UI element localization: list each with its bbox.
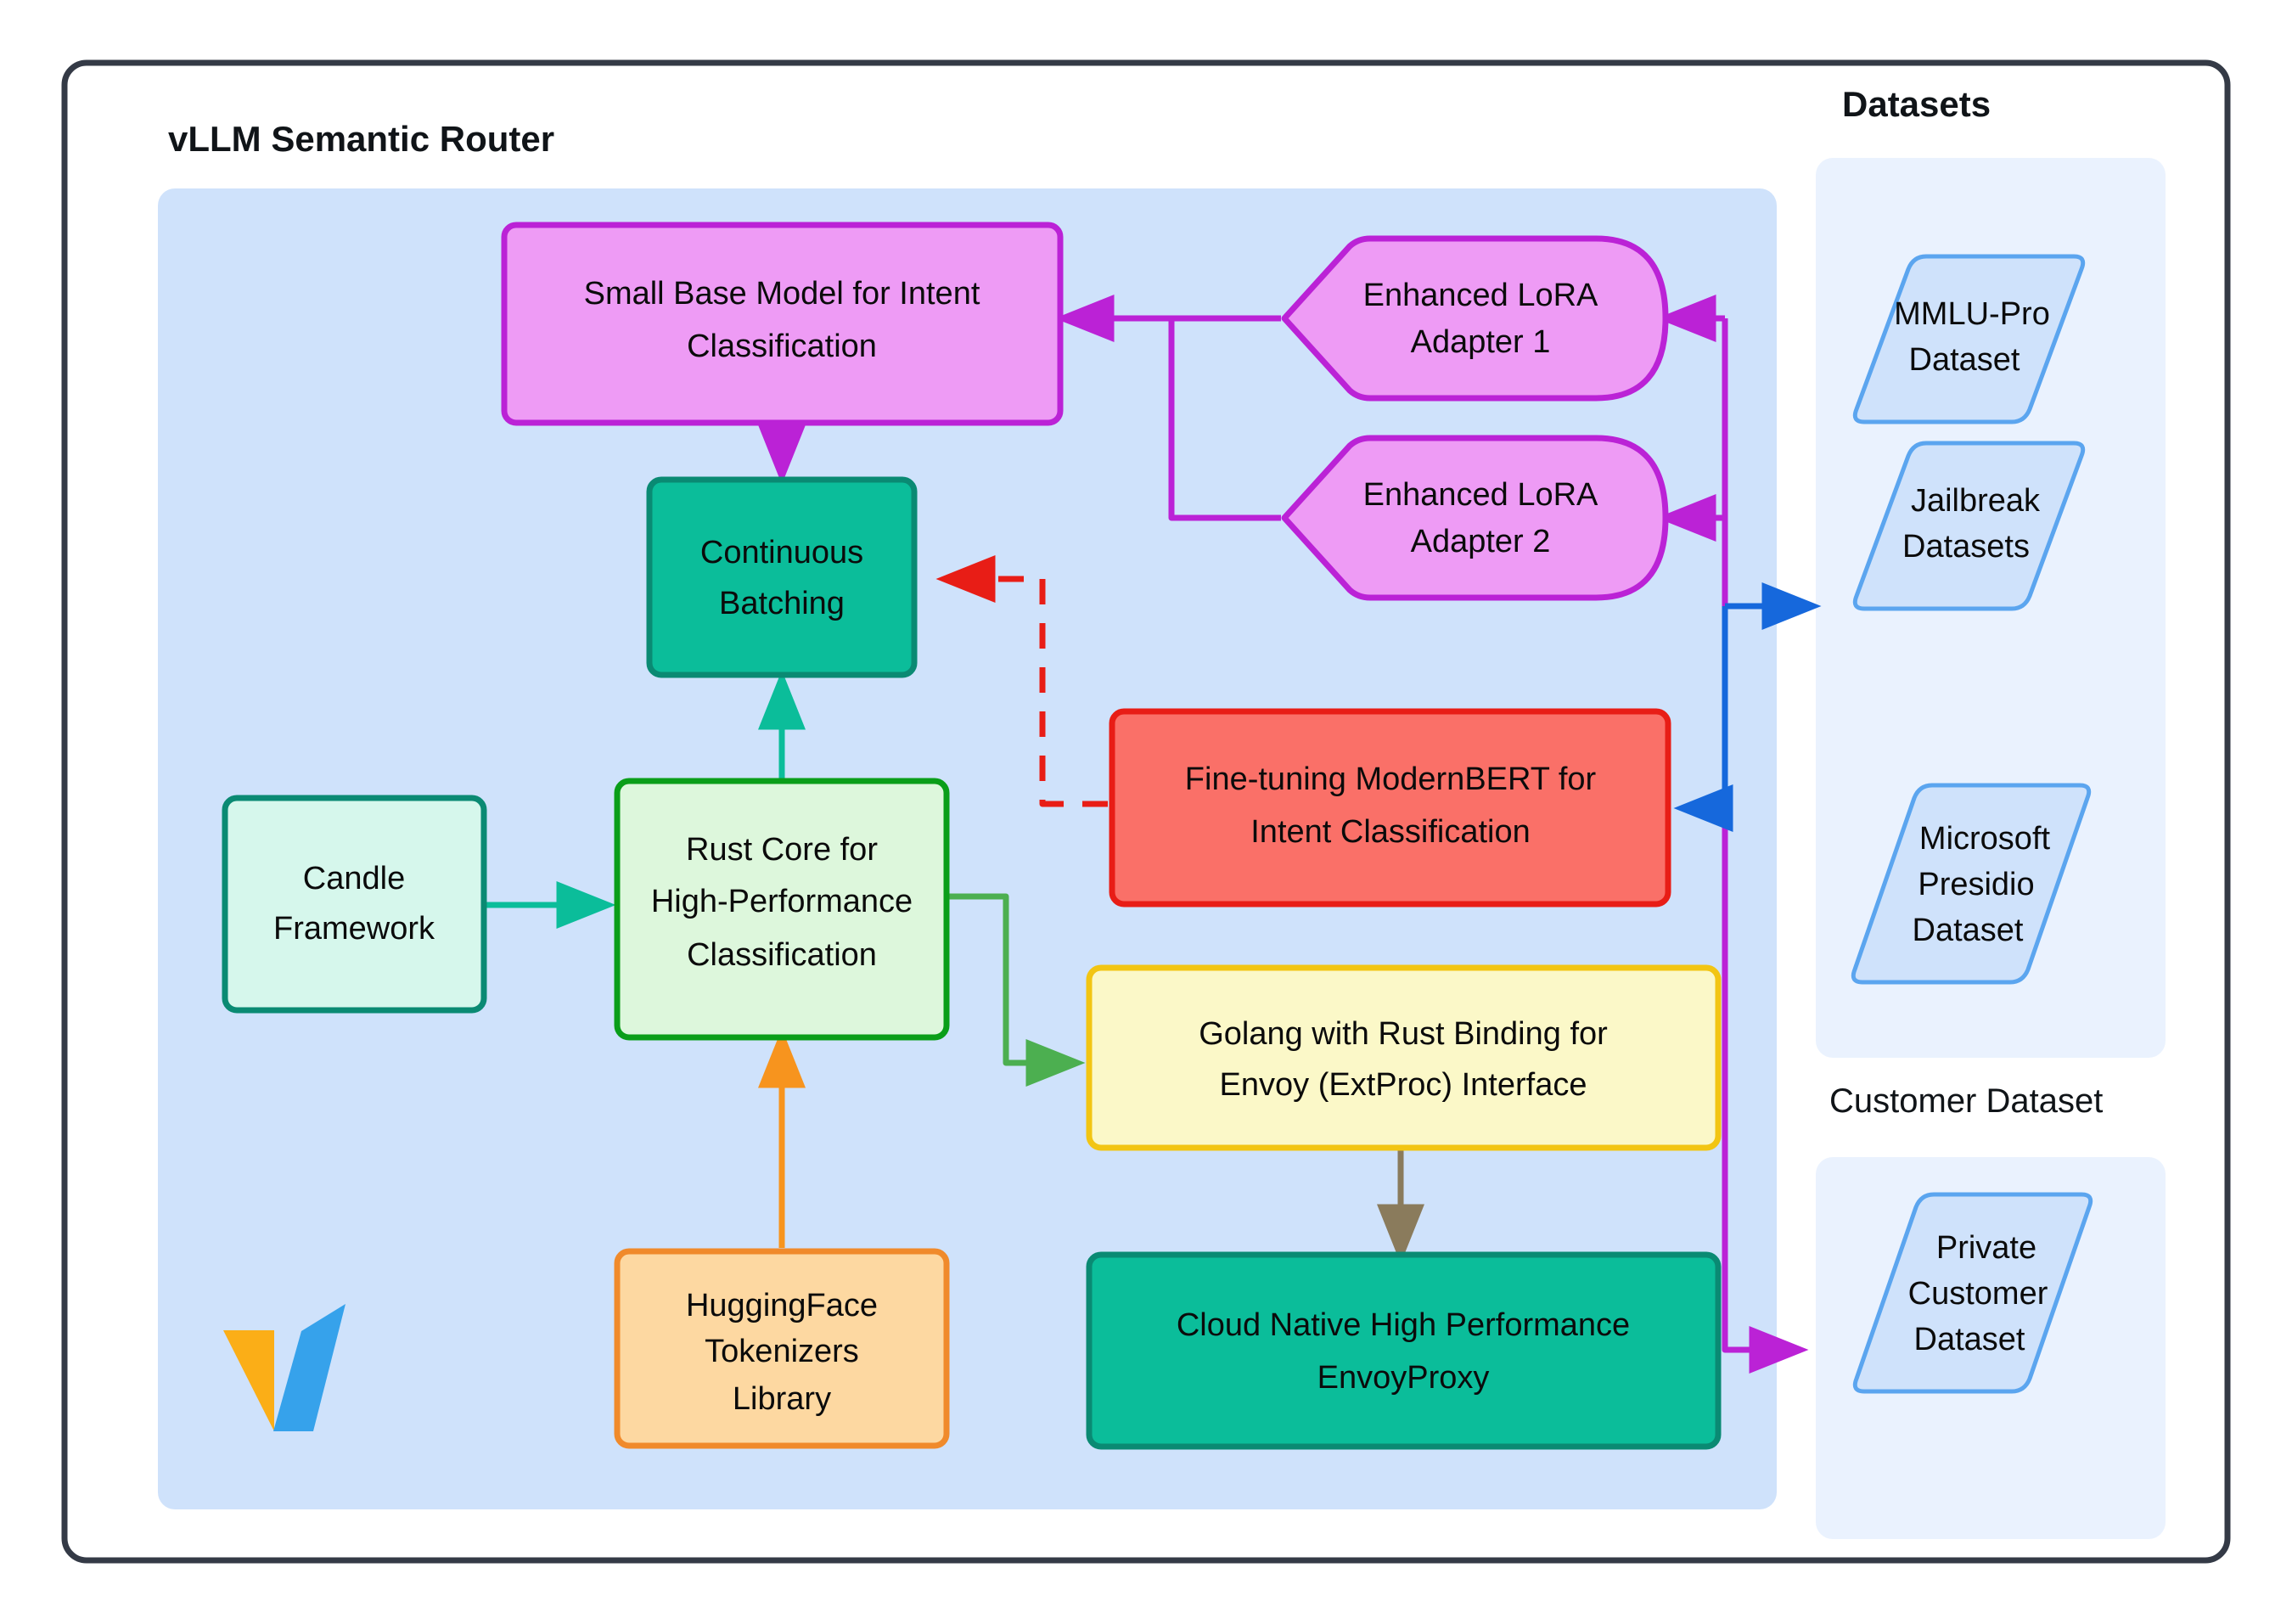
vllm-logo — [223, 1304, 345, 1431]
node-envoy-proxy[interactable]: Cloud Native High Performance EnvoyProxy — [1086, 1251, 1722, 1450]
node-jailbreak-datasets[interactable]: Jailbreak Datasets — [1852, 441, 2086, 611]
hf-line3: Library — [733, 1381, 831, 1417]
node-lora-adapter-2[interactable]: Enhanced LoRA Adapter 2 — [1281, 435, 1669, 601]
node-candle-framework[interactable]: Candle Framework — [222, 795, 487, 1014]
continuous-batching-line2: Batching — [719, 586, 845, 621]
svg-text:Fine-tuning ModernBERT for: Fine-tuning ModernBERT for — [1185, 761, 1597, 797]
candle-line1: Candle — [303, 861, 405, 896]
svg-text:Small Base Model for Intent: Small Base Model for Intent — [584, 276, 980, 312]
node-mmlu-pro-dataset[interactable]: MMLU-Pro Dataset — [1852, 254, 2086, 424]
edge-modernbert-to-batching — [935, 555, 1108, 807]
lora1-line1: Enhanced LoRA — [1363, 278, 1598, 313]
base-model-label-bold: Base Model — [673, 276, 844, 312]
node-rust-core[interactable]: Rust Core for High-Performance Classific… — [614, 778, 950, 1041]
hf-line1: HuggingFace — [686, 1288, 878, 1323]
lora2-line1: Enhanced LoRA — [1363, 477, 1598, 513]
envoy-line1: Cloud Native High Performance — [1177, 1307, 1630, 1343]
node-continuous-batching[interactable]: Continuous Batching — [646, 476, 918, 678]
golang-line1: Golang with Rust Binding for — [1199, 1016, 1608, 1052]
node-private-customer-dataset[interactable]: Private Customer Dataset — [1852, 1192, 2093, 1394]
candle-line2: Framework — [273, 911, 435, 947]
edge-rust-to-golang — [947, 893, 1086, 1087]
router-title: vLLM Semantic Router — [168, 119, 554, 159]
node-base-model[interactable]: Small Base Model for Intent Classificati… — [501, 222, 1064, 426]
envoy-line2: EnvoyProxy — [1317, 1360, 1490, 1396]
private-line2: Customer — [1908, 1276, 2048, 1312]
presidio-line1: Microsoft — [1919, 821, 2051, 857]
base-model-label-c: for Intent — [844, 276, 980, 312]
modernbert-line2: Intent Classification — [1250, 814, 1531, 850]
node-lora-adapter-1[interactable]: Enhanced LoRA Adapter 1 — [1281, 235, 1669, 402]
node-presidio-dataset[interactable]: Microsoft Presidio Dataset — [1851, 783, 2092, 985]
vllm-logo-blue-icon — [273, 1304, 345, 1431]
modernbert-label-bold: ModernBERT — [1355, 761, 1549, 797]
private-line3: Dataset — [1914, 1322, 2025, 1357]
base-model-label-a: Small — [584, 276, 674, 312]
node-modernbert[interactable]: Fine-tuning ModernBERT for Intent Classi… — [1109, 708, 1671, 908]
vllm-logo-orange-icon — [223, 1330, 274, 1431]
rust-core-line2: High-Performance — [651, 884, 913, 919]
node-golang-extproc[interactable]: Golang with Rust Binding for Envoy (ExtP… — [1086, 964, 1722, 1151]
node-huggingface-tokenizers[interactable]: HuggingFace Tokenizers Library — [614, 1248, 950, 1449]
rust-core-line3: Classification — [687, 937, 877, 973]
presidio-line3: Dataset — [1913, 913, 2024, 948]
jailbreak-line1: Jailbreak — [1911, 483, 2041, 519]
lora1-line2: Adapter 1 — [1411, 324, 1551, 360]
edge-lora1-to-base — [1168, 315, 1281, 521]
mmlu-line2: Dataset — [1909, 342, 2020, 378]
private-line1: Private — [1936, 1230, 2036, 1266]
jailbreak-line2: Datasets — [1902, 529, 2030, 565]
customer-dataset-title: Customer Dataset — [1829, 1082, 2103, 1120]
lora2-line2: Adapter 2 — [1411, 524, 1551, 559]
golang-line2: Envoy (ExtProc) Interface — [1220, 1067, 1587, 1103]
presidio-line2: Presidio — [1918, 867, 2034, 902]
edge-jailbreak-to-modernbert — [1673, 606, 1733, 832]
rust-core-line1: Rust Core for — [686, 832, 878, 868]
modernbert-label-c: for — [1549, 761, 1596, 797]
continuous-batching-line1: Continuous — [700, 535, 863, 570]
hf-line2: Tokenizers — [705, 1334, 859, 1369]
mmlu-line1: MMLU-Pro — [1894, 296, 2050, 332]
base-model-line2: Classification — [687, 329, 877, 364]
datasets-title: Datasets — [1842, 84, 1991, 124]
modernbert-label-a: Fine-tuning — [1185, 761, 1356, 797]
